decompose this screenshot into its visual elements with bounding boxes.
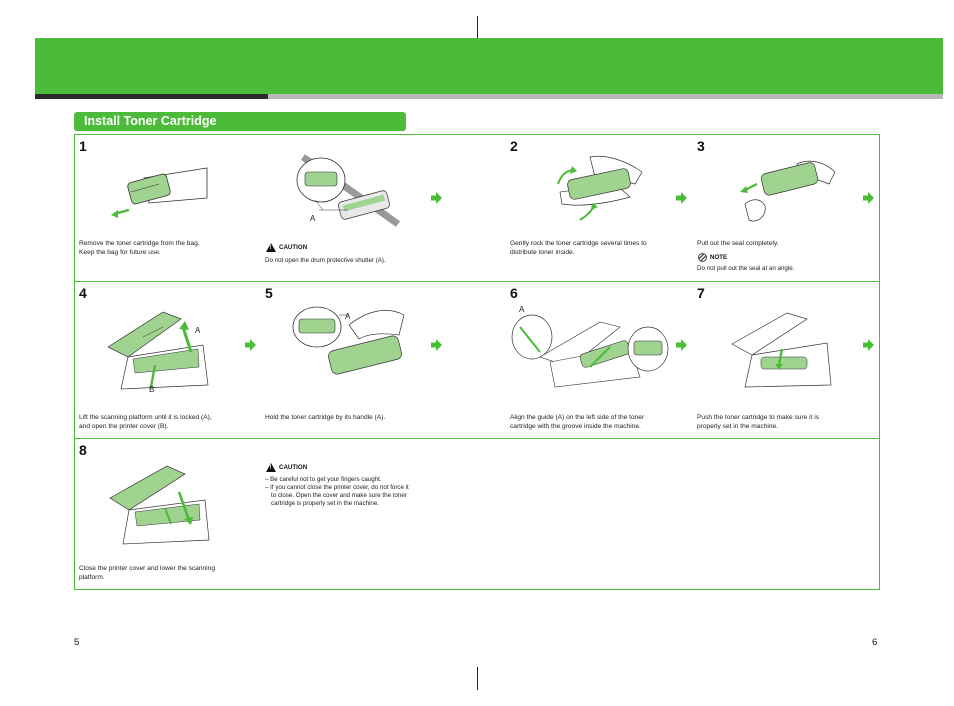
crop-mark-bottom (477, 667, 478, 690)
rock-cartridge-illustration (557, 155, 643, 221)
label-a: A (310, 214, 316, 223)
caution-line-1: – Be careful not to get your fingers cau… (265, 476, 382, 483)
next-arrow-icon (431, 192, 442, 204)
drum-shutter-illustration (296, 154, 401, 227)
caution-label: CAUTION (266, 243, 307, 252)
step-7: 7 Push the toner cartridge to make sure … (697, 285, 877, 435)
label-a: A (345, 312, 351, 321)
step-3: 3 Pull out the seal completely. NOTE Do … (697, 138, 877, 278)
page-number-left: 5 (74, 637, 80, 648)
step-text-2: and open the printer cover (B). (79, 423, 169, 430)
step-2: 2 Gently rock the toner cartridge severa… (510, 138, 690, 278)
hold-handle-illustration (292, 306, 405, 375)
step-text-1: Lift the scanning platform until it is l… (79, 414, 212, 421)
step-text-1: Align the guide (A) on the left side of … (510, 414, 645, 421)
step-text: Pull out the seal completely. (697, 240, 779, 247)
step-1-caution: A CAUTION Do not open the drum protectiv… (265, 138, 455, 278)
warning-icon (266, 463, 276, 472)
next-arrow-icon (676, 192, 687, 204)
step-number: 2 (510, 138, 518, 154)
note-text: Do not pull out the seal at an angle. (697, 265, 795, 272)
header-rule-dark (35, 94, 268, 99)
step-text-2: distribute toner inside. (510, 249, 575, 256)
warning-icon (266, 243, 276, 252)
page-number-right: 6 (872, 637, 878, 648)
step-6: 6 A Align the guide (A) on the left side… (510, 285, 690, 435)
step-text: Hold the toner cartridge by its handle (… (265, 414, 386, 421)
row-divider-2 (74, 438, 880, 439)
step-text-2: cartridge with the groove inside the mac… (510, 423, 641, 430)
caution-line-2: – If you cannot close the printer cover,… (265, 484, 409, 491)
step-text-1: Remove the toner cartridge from the bag. (79, 240, 200, 247)
step-4: 4 A B Lift the scanning platform until i… (79, 285, 259, 435)
crop-mark-top (477, 16, 478, 38)
step-5: 5 A Hold the toner cartridge by its hand… (265, 285, 445, 435)
step-text-1: Push the toner cartridge to make sure it… (697, 414, 820, 421)
step-text-1: Gently rock the toner cartridge several … (510, 240, 647, 247)
label-a: A (519, 305, 525, 314)
step-8: 8 Close the printer cover and lower the … (79, 442, 259, 587)
header-rule-gray (268, 94, 943, 99)
next-arrow-icon (245, 339, 256, 351)
step-number: 3 (697, 138, 705, 154)
step-1: 1 Remove the toner cartridge from the ba… (79, 138, 259, 278)
caution-line-4: cartridge is properly set in the machine… (271, 500, 379, 507)
step-number: 4 (79, 285, 87, 301)
step-text-1: Close the printer cover and lower the sc… (79, 565, 215, 572)
section-title: Install Toner Cartridge (74, 112, 406, 131)
step-8-caution: CAUTION – Be careful not to get your fin… (265, 460, 465, 520)
note-label: NOTE (698, 253, 727, 262)
step-text-2: properly set in the machine. (697, 423, 778, 430)
row-divider-1 (74, 281, 880, 282)
pull-seal-illustration (740, 160, 836, 222)
step-number: 1 (79, 138, 87, 154)
steps-frame (74, 134, 880, 590)
next-arrow-icon (863, 192, 874, 204)
align-guide-illustration (511, 314, 669, 388)
next-arrow-icon (676, 339, 687, 351)
step-number: 8 (79, 442, 87, 458)
label-a: A (195, 326, 201, 335)
step-text-2: Keep the bag for future use. (79, 249, 161, 256)
next-arrow-icon (431, 339, 442, 351)
note-icon (698, 253, 707, 262)
label-b: B (149, 385, 155, 394)
open-scanner-illustration (107, 311, 209, 390)
step-number: 7 (697, 285, 705, 301)
caution-text: Do not open the drum protective shutter … (265, 257, 386, 264)
push-cartridge-illustration (731, 312, 832, 388)
step-text-2: platform. (79, 574, 105, 581)
toner-bag-illustration (111, 167, 208, 218)
caution-label: CAUTION (266, 463, 307, 472)
header-banner (35, 38, 943, 94)
close-cover-illustration (109, 465, 210, 545)
caution-line-3: to close. Open the cover and make sure t… (271, 492, 407, 499)
step-number: 6 (510, 285, 518, 301)
next-arrow-icon (863, 339, 874, 351)
step-number: 5 (265, 285, 273, 301)
